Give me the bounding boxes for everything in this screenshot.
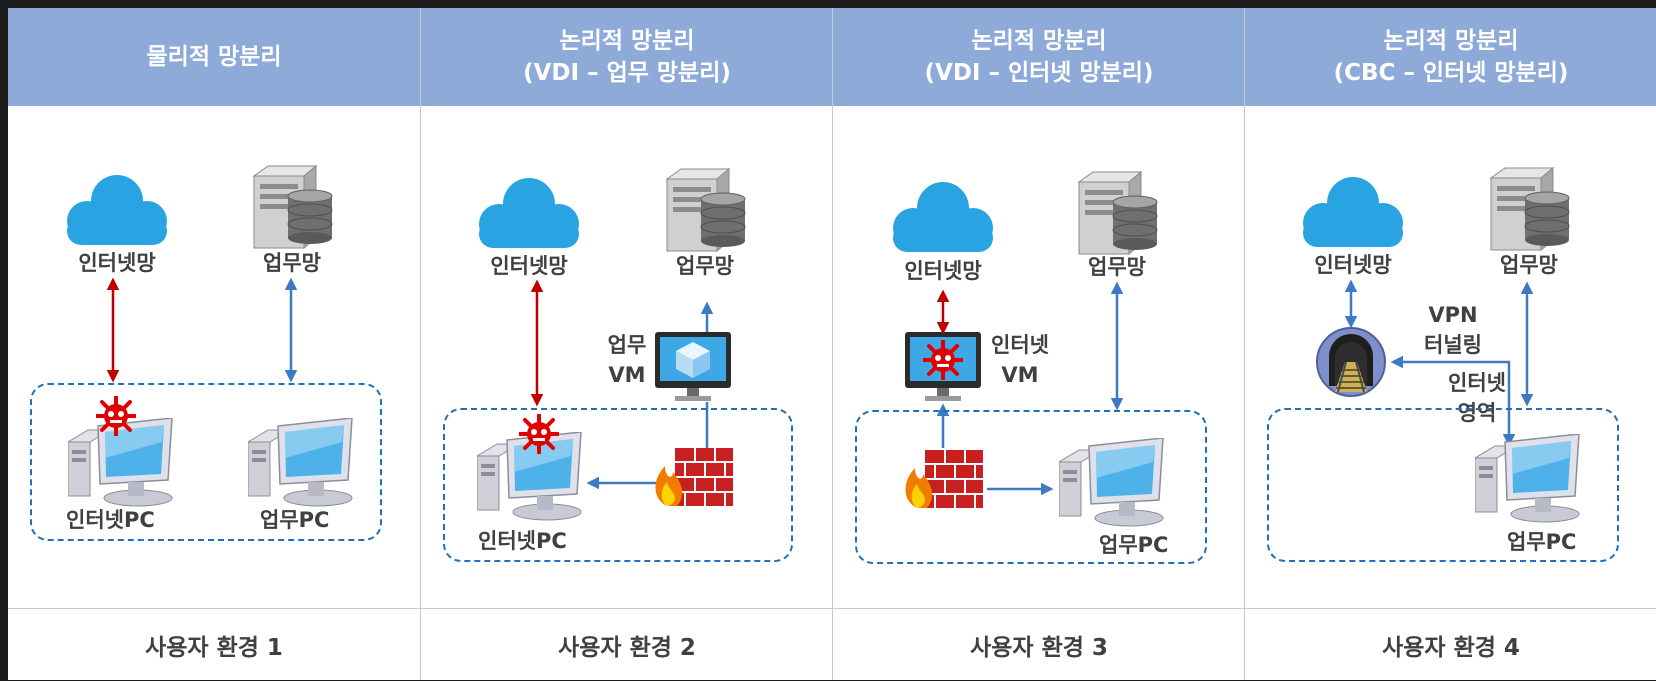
internet-network-label: 인터넷망 [1314,253,1392,277]
network-separation-diagram: 물리적 망분리 인터넷망 업무망 인터넷PC 업무PC 사용자 환경 1 논리적… [8,8,1656,680]
firewall-icon [904,450,984,509]
vm-label-line-1: 업무 [607,333,647,357]
desktop-pc-icon [1059,438,1164,527]
column-header: 논리적 망분리 (VDI – 인터넷 망분리) [833,8,1245,106]
column-header: 논리적 망분리 (CBC – 인터넷 망분리) [1245,8,1656,106]
vpn-label: VPN 터널링 [1417,300,1489,360]
vm-label-line-2: VM [1001,363,1039,387]
user-zone-dashed-box [30,383,382,541]
connection-arrows [936,281,1124,496]
user-zone-dashed-box [443,408,793,562]
desktop-pc-icon [1475,434,1580,523]
column-header: 물리적 망분리 [8,8,420,106]
header-line-2: (CBC – 인터넷 망분리) [1333,60,1569,86]
business-network-label: 업무망 [1088,255,1146,279]
malware-icon [519,414,559,454]
internet-network-label: 인터넷망 [78,251,156,275]
vm-label-line-1: 인터넷 [991,333,1049,357]
header-line-2: (VDI – 인터넷 망분리) [924,60,1154,86]
column-footer: 사용자 환경 4 [1245,608,1656,681]
internet-pc-label: 인터넷PC [478,529,567,553]
business-network-label: 업무망 [1500,253,1558,277]
header-line-1: 논리적 망분리 [559,28,695,54]
connection-arrows [530,279,714,490]
vm-label: 업무 VM [599,330,655,390]
column-vdi-business: 논리적 망분리 (VDI – 업무 망분리) 인터넷망 업무망 업무 VM 인터… [420,8,833,680]
business-pc-label: 업무PC [1507,530,1577,554]
header-line-1: 물리적 망분리 [146,44,282,70]
vm-label: 인터넷 VM [983,330,1057,390]
business-network-label: 업무망 [676,254,734,278]
user-zone-dashed-box [1267,408,1619,562]
column-physical: 물리적 망분리 인터넷망 업무망 인터넷PC 업무PC 사용자 환경 1 [8,8,420,680]
vm-label-line-2: VM [608,363,646,387]
internet-network-label: 인터넷망 [490,254,568,278]
connection-arrows [1344,279,1534,447]
column-footer: 사용자 환경 2 [421,608,833,681]
desktop-pc-icon [248,418,353,507]
tunnel-to-pc-arrow [1390,355,1516,447]
malware-icon [96,396,136,436]
column-footer: 사용자 환경 3 [833,608,1245,681]
user-zone-dashed-box [855,410,1207,564]
column-vdi-internet: 논리적 망분리 (VDI – 인터넷 망분리) 인터넷망 업무망 인터넷 VM … [832,8,1245,680]
business-network-label: 업무망 [263,251,321,275]
header-line-1: 논리적 망분리 [971,28,1107,54]
column-header: 논리적 망분리 (VDI – 업무 망분리) [421,8,833,106]
business-pc-label: 업무PC [260,508,330,532]
internet-network-label: 인터넷망 [904,259,982,283]
vpn-label-line-1: VPN [1428,303,1478,327]
business-pc-label: 업무PC [1099,533,1169,557]
firewall-icon [654,448,734,507]
internet-pc-label: 인터넷PC [66,508,155,532]
header-line-2: (VDI – 업무 망분리) [523,60,731,86]
column-footer: 사용자 환경 1 [8,608,420,681]
header-line-1: 논리적 망분리 [1383,28,1519,54]
column-cbc-internet: 논리적 망분리 (CBC – 인터넷 망분리) 인터넷망 업무망 VPN 터널링… [1244,8,1656,680]
vpn-label-line-2: 터널링 [1424,333,1482,357]
connection-arrows [106,277,298,383]
